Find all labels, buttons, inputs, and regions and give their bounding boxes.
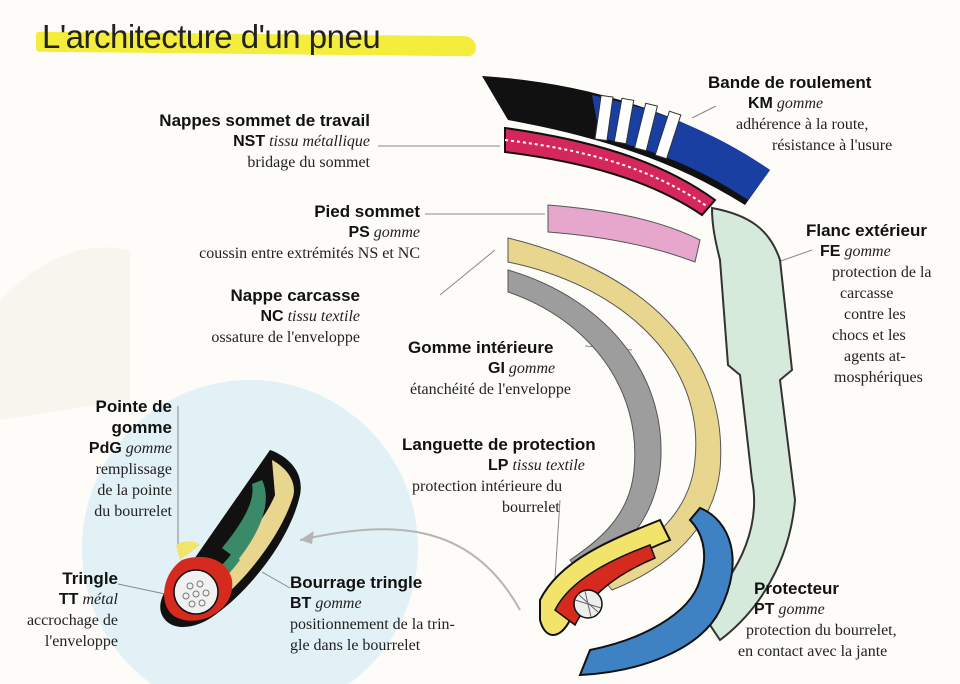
lp-material: tissu textile	[512, 457, 585, 474]
lp-code: LP	[488, 457, 509, 474]
gi-name: Gomme intérieure	[408, 338, 554, 357]
bt-desc-2: gle dans le bourrelet	[290, 637, 421, 654]
fe-desc-5: agents at-	[844, 348, 906, 365]
label-nst: Nappes sommet de travail NST tissu métal…	[100, 110, 370, 173]
tt-code: TT	[58, 591, 79, 608]
gi-material: gomme	[508, 360, 556, 377]
tread-blue	[592, 95, 770, 200]
lp-name: Languette de protection	[402, 435, 596, 454]
nst-code: NST	[233, 133, 266, 150]
ps-shape	[547, 204, 701, 263]
pdg-material: gomme	[125, 440, 172, 457]
large-bead	[539, 518, 672, 636]
km-desc-1: adhérence à la route,	[736, 116, 869, 133]
ps-material: gomme	[373, 224, 420, 241]
fe-code: FE	[820, 243, 841, 260]
label-bt: Bourrage tringle BT gomme positionnement…	[290, 572, 500, 656]
tt-desc-1: accrochage de	[26, 612, 118, 629]
lp-desc-2: bourrelet	[502, 499, 560, 516]
tread-grooves	[594, 94, 682, 160]
pt-shape	[578, 506, 734, 677]
fe-desc-2: carcasse	[840, 285, 894, 302]
label-fe: Flanc extérieur FE gomme protection de l…	[806, 220, 956, 388]
zoom-bead	[160, 450, 301, 628]
zoom-arrow	[299, 528, 521, 611]
km-code: KM	[748, 95, 773, 112]
fe-desc-1: protection de la	[832, 264, 932, 281]
label-gi: Gomme intérieure GI gomme étanchéité de …	[408, 337, 618, 400]
fe-name: Flanc extérieur	[806, 221, 927, 240]
pdg-code: PdG	[88, 440, 122, 457]
bt-code: BT	[290, 595, 312, 612]
bt-material: gomme	[315, 595, 362, 612]
km-material: gomme	[776, 95, 824, 112]
label-km: Bande de roulement KM gomme adhérence à …	[708, 72, 938, 156]
tt-name: Tringle	[62, 569, 118, 588]
label-lp: Languette de protection LP tissu textile…	[402, 434, 632, 518]
fe-desc-6: mosphériques	[834, 369, 923, 386]
bt-desc-1: positionnement de la trin-	[290, 616, 455, 633]
nst-shape	[504, 126, 717, 217]
fe-desc-4: chocs et les	[832, 327, 906, 344]
pdg-name-2: gomme	[111, 418, 172, 437]
pdg-name-1: Pointe de	[95, 397, 172, 416]
pdg-desc-1: remplissage	[95, 461, 172, 478]
tt-material: métal	[82, 591, 118, 608]
gi-code: GI	[488, 360, 505, 377]
nc-code: NC	[260, 308, 284, 325]
label-tt: Tringle TT métal accrochage de l'envelop…	[6, 568, 118, 652]
pt-desc-2: en contact avec la jante	[738, 643, 888, 660]
page-title: L'architecture d'un pneu	[42, 18, 381, 55]
pt-desc-1: protection du bourrelet,	[746, 622, 897, 639]
background-tire-ghost	[0, 247, 130, 420]
pt-material: gomme	[778, 601, 825, 618]
nc-desc-1: ossature de l'enveloppe	[211, 329, 360, 346]
ps-code: PS	[348, 224, 370, 241]
label-pt: Protecteur PT gomme protection du bourre…	[738, 578, 948, 662]
bt-name: Bourrage tringle	[290, 573, 423, 592]
pt-name: Protecteur	[754, 579, 840, 598]
label-pdg: Pointe de gomme PdG gomme remplissage de…	[50, 396, 172, 522]
gi-desc-1: étanchéité de l'enveloppe	[410, 381, 572, 398]
tt-desc-2: l'enveloppe	[44, 633, 118, 650]
nc-name: Nappe carcasse	[230, 286, 360, 305]
km-name: Bande de roulement	[708, 73, 872, 92]
pt-code: PT	[754, 601, 775, 618]
km-desc-2: résistance à l'usure	[772, 137, 893, 154]
nst-desc-1: bridage du sommet	[247, 154, 370, 171]
fe-desc-3: contre les	[844, 306, 906, 323]
nst-name: Nappes sommet de travail	[159, 111, 370, 130]
fe-shape	[698, 206, 797, 642]
fe-material: gomme	[844, 243, 891, 260]
gi-shape	[507, 237, 722, 591]
ps-name: Pied sommet	[314, 202, 420, 221]
pdg-desc-2: de la pointe	[97, 482, 172, 499]
ps-desc-1: coussin entre extrémités NS et NC	[199, 245, 420, 262]
pdg-desc-3: du bourrelet	[94, 503, 172, 520]
lp-desc-1: protection intérieure du	[412, 478, 563, 495]
label-ps: Pied sommet PS gomme coussin entre extré…	[120, 201, 420, 264]
nc-material: tissu textile	[287, 308, 360, 325]
nst-material: tissu métallique	[269, 133, 370, 150]
label-nc: Nappe carcasse NC tissu textile ossature…	[120, 285, 360, 348]
